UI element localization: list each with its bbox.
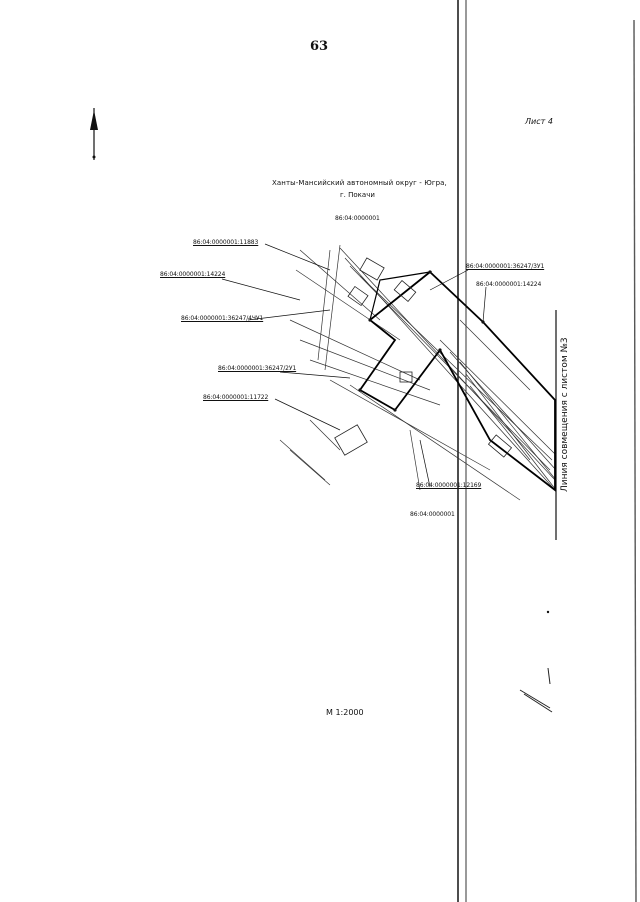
road-lines [279, 244, 557, 501]
match-line-label: Линия совмещения с листом №3 [560, 337, 570, 492]
edge-line [633, 19, 637, 902]
survey-points [358, 270, 550, 614]
leader-lines [221, 243, 487, 488]
cadastral-label: 86:04:0000001:36247/3У1 [466, 263, 545, 270]
cadastral-label: 86:04:0000001:14224 [476, 281, 542, 288]
cadastral-label: 86:04:0000001 [335, 215, 380, 222]
cadastral-label: 86:04:0000001:36247/4ЧУ1 [181, 315, 264, 322]
map-scale: М 1:2000 [326, 708, 364, 717]
building-outlines [334, 257, 513, 458]
sheet-label: Лист 4 [525, 117, 553, 126]
cadastral-label: 86:04:0000001:14224 [160, 271, 226, 278]
cadastral-label: 86:04:0000001:12169 [416, 482, 482, 489]
page-number: 63 [310, 39, 329, 54]
cadastral-label: 86:04:0000001:36247/2У1 [218, 365, 297, 372]
parcel-boundary-inner [368, 271, 433, 322]
city-name: г. Покачи [340, 191, 375, 199]
cadastral-label: 86:04:0000001 [410, 511, 455, 518]
region-name: Ханты-Мансийский автономный округ - Югра… [272, 179, 447, 187]
cadastral-label: 86:04:0000001:11722 [203, 394, 269, 401]
north-arrow-icon [90, 108, 98, 160]
cadastral-label: 86:04:0000001:11883 [193, 239, 259, 246]
edge-marks [519, 667, 553, 713]
